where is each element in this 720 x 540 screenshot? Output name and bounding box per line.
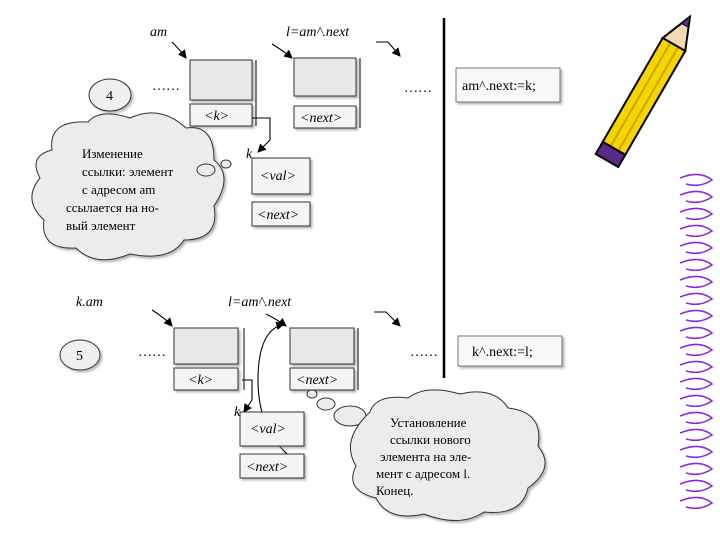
spiral-loop [679, 445, 714, 459]
step5-cloud-text: Установление ссылки нового элемента на э… [376, 415, 475, 498]
node-l-next-field [293, 105, 357, 129]
arrow-am5-to-k [242, 379, 253, 413]
spiral-loop [679, 309, 714, 323]
spiral-loop [679, 479, 714, 493]
spiral-loop [679, 411, 714, 425]
node-k-next-field [251, 201, 311, 227]
step4-cloud-bubble-small [220, 159, 232, 169]
step5-cloud-bubble-medium [316, 397, 336, 411]
spiral-loop [679, 343, 714, 357]
node-k-next-label: <next> [257, 208, 299, 223]
step4-label-l: l=am^.next [286, 25, 350, 40]
step5-code-box [457, 335, 563, 367]
spiral-loop [679, 275, 714, 289]
node-k-val-label: <val> [260, 169, 296, 184]
node-l5-next-label: <next> [296, 373, 338, 388]
spiral-loop [679, 258, 714, 272]
step4-dots-left: …… [152, 79, 180, 94]
spiral-loop [679, 190, 714, 204]
step4-cloud-bubble [196, 163, 216, 177]
spiral-loop [679, 173, 714, 187]
node-am5-k-label: <k> [188, 373, 213, 388]
spiral-loop [679, 377, 714, 391]
node-l-next-label: <next> [300, 111, 342, 126]
spiral-binding [679, 173, 714, 510]
node-am5-body [173, 327, 239, 365]
step5-cloud [349, 389, 546, 522]
node-am5-k-field [173, 367, 239, 391]
spiral-loop [679, 207, 714, 221]
step5-label-kam: k.am [76, 295, 103, 310]
spiral-loop [679, 428, 714, 442]
step4-label-am: am [150, 25, 167, 40]
step4-code: am^.next:=k; [462, 79, 536, 94]
step4-dots-right: …… [404, 81, 432, 96]
step5-number: 5 [76, 349, 83, 364]
node-k5-next-field [239, 453, 305, 479]
step5-label-k: k [234, 405, 241, 420]
pencil-decoration [594, 14, 692, 169]
step5-cloud-bubble-small [306, 389, 318, 399]
step5-dots-right: …… [410, 345, 438, 360]
step4-label-k: k [246, 147, 253, 162]
spiral-loop [679, 462, 714, 476]
node-k-val-field [251, 157, 311, 195]
step4-cloud [31, 112, 225, 261]
node-am-k-field [189, 103, 253, 127]
arrow-k-next-to-l [257, 321, 305, 467]
spiral-loop [679, 394, 714, 408]
spiral-loop [679, 292, 714, 306]
step5-code: k^.next:=l; [472, 345, 533, 360]
node-k5-val-label: <val> [250, 422, 286, 437]
node-l5-body [289, 327, 355, 365]
step4-code-box [455, 67, 561, 103]
step5-label-l: l=am^.next [228, 295, 292, 310]
arrow-l5-next [374, 311, 401, 327]
pencil-tip [660, 14, 692, 53]
arrow-am-to-node-5 [151, 309, 173, 327]
node-am-body [189, 59, 253, 101]
step5-number-badge [59, 339, 101, 371]
step4-number-badge [88, 78, 132, 112]
step5-group: 5 k.am l=am^.next …… …… <k> <next> k <va… [59, 295, 563, 522]
step4-number: 4 [106, 89, 113, 104]
step5-dots-left: …… [138, 345, 166, 360]
step4-group: 4 am l=am^.next …… …… <k> <next> k <val>… [31, 25, 561, 261]
node-l-body [293, 57, 357, 97]
arrow-am-to-k [252, 117, 271, 153]
node-k5-next-label: <next> [246, 460, 288, 475]
node-l5-next-field [289, 367, 355, 391]
spiral-loop [679, 360, 714, 374]
node-k5-val-field [239, 411, 305, 447]
step4-cloud-text: Изменение ссылки: элемент с адресом am с… [66, 146, 176, 233]
arrow-am-to-node [171, 41, 187, 59]
spiral-loop [679, 496, 714, 510]
pencil-eraser [594, 140, 627, 169]
spiral-loop [679, 241, 714, 255]
node-am-k-label: <k> [204, 109, 229, 124]
arrow-l-next [376, 41, 401, 57]
arrow-l-to-node [271, 43, 293, 59]
spiral-loop [679, 326, 714, 340]
spiral-loop [679, 224, 714, 238]
